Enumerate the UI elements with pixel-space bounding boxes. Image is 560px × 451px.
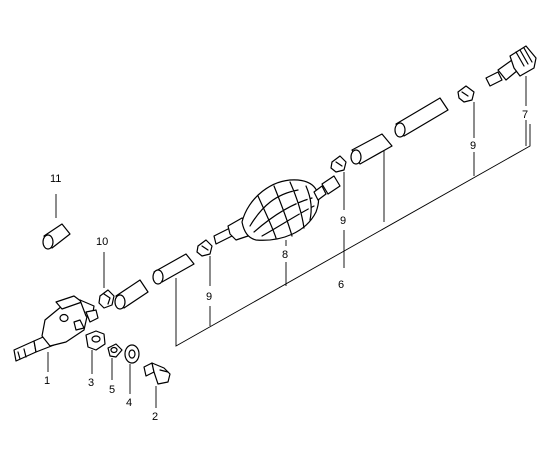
callout-1: 1 xyxy=(44,375,50,387)
part-10-clamp xyxy=(98,289,115,309)
part-2-bolt xyxy=(143,362,171,385)
callout-6: 6 xyxy=(338,279,344,291)
leader-lines xyxy=(47,76,531,408)
callout-9-left: 9 xyxy=(206,291,212,303)
callout-9-right: 9 xyxy=(470,140,476,152)
part-7-end-connector xyxy=(485,45,537,87)
callout-2: 2 xyxy=(152,411,158,423)
part-4-washer xyxy=(124,344,140,364)
hose-segment-inlet xyxy=(152,253,195,285)
callout-8: 8 xyxy=(282,249,288,261)
part-3-nut xyxy=(85,330,106,351)
callout-3: 3 xyxy=(88,377,94,389)
part-5-sleeve xyxy=(107,343,123,358)
part-8-primer-bulb xyxy=(213,175,341,245)
callout-5: 5 xyxy=(109,384,115,396)
hose-segment-middle xyxy=(350,133,393,165)
callout-9-middle: 9 xyxy=(340,215,346,227)
callout-10: 10 xyxy=(96,236,108,248)
callout-11: 11 xyxy=(50,173,61,185)
hose-segment-upper xyxy=(394,97,449,138)
clamp-9-left xyxy=(196,239,213,257)
callout-4: 4 xyxy=(126,397,132,409)
hose-segment-lower xyxy=(114,279,149,310)
callout-7: 7 xyxy=(522,109,528,121)
clamp-9-right xyxy=(457,85,475,103)
clamp-9-middle xyxy=(330,155,347,173)
part-11-hose xyxy=(42,223,71,250)
part-1-connector xyxy=(13,295,99,362)
